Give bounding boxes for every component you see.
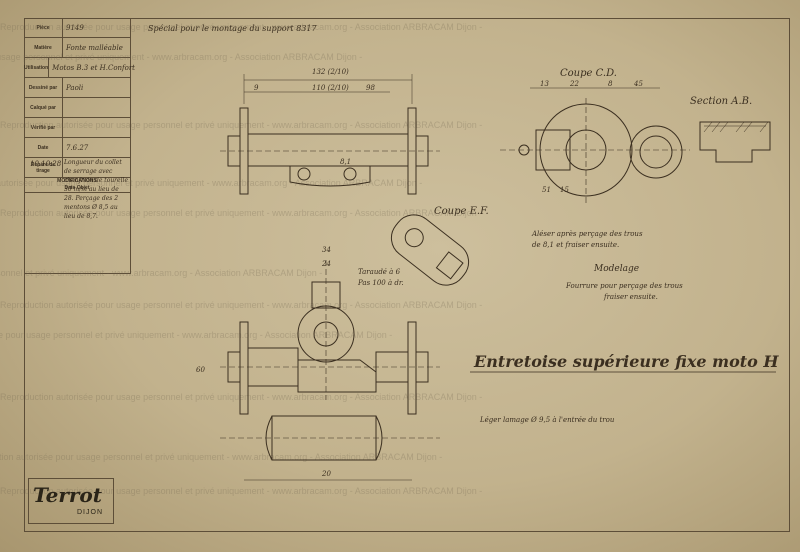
watermark-line: Reproduction autorisée pour usage person… bbox=[0, 120, 483, 130]
coupe-ef-label: Coupe E.F. bbox=[434, 206, 489, 217]
dimension-label: 132 (2/10) bbox=[312, 68, 349, 76]
title-value: Fonte malléable bbox=[66, 43, 123, 52]
watermark-line: Reproduction autorisée pour usage person… bbox=[0, 486, 483, 496]
note-taraudage: Taraudé à 6 bbox=[358, 268, 401, 276]
watermark-line: Reproduction autorisée pour usage person… bbox=[0, 22, 483, 32]
dimension-label: 98 bbox=[366, 84, 375, 92]
note-lamage: Léger lamage Ø 9,5 à l'entrée du trou bbox=[480, 416, 615, 424]
main-title: Entretoise supérieure fixe moto H bbox=[474, 352, 779, 371]
title-row-repere: Repère de tirage bbox=[24, 158, 130, 178]
coupe-ef-view bbox=[390, 214, 470, 286]
note-fourrure: Fourrure pour perçage des trous bbox=[566, 282, 683, 290]
modifications-header: MODIFICATIONS Date Objet bbox=[24, 178, 130, 193]
dimension-label: 24 bbox=[322, 260, 331, 268]
logo-city: DIJON bbox=[77, 509, 103, 516]
logo-brand: Terrot bbox=[33, 483, 102, 507]
title-key: Date bbox=[24, 138, 63, 157]
modification-date: 10.10.28 bbox=[30, 160, 62, 168]
dimension-label: 20 bbox=[322, 470, 331, 478]
title-key: Repère de tirage bbox=[24, 158, 63, 177]
section-ab-label: Section A.B. bbox=[690, 96, 753, 107]
title-row-calque: Calqué par bbox=[24, 98, 130, 118]
title-value: Paoli bbox=[66, 83, 84, 92]
modifications-label: MODIFICATIONS bbox=[57, 178, 97, 184]
section-ab-view bbox=[699, 121, 771, 163]
note-taraudage-2: Pas 100 à dr. bbox=[358, 279, 404, 287]
title-key: Utilisation bbox=[24, 58, 50, 77]
dimension-label: 22 bbox=[570, 80, 579, 88]
title-key: Pièce bbox=[24, 18, 63, 37]
dimension-label: 8,1 bbox=[340, 158, 352, 166]
watermark-line: Reproduction autorisée pour usage person… bbox=[0, 52, 363, 62]
dimension-label: 34 bbox=[322, 246, 331, 254]
header-note: Spécial pour le montage du support 8317 bbox=[148, 24, 317, 33]
note-aleser-2: de 8,1 et fraiser ensuite. bbox=[532, 241, 620, 249]
modifications-sub: Date Objet bbox=[64, 185, 90, 191]
dimension-label: 15 bbox=[560, 186, 569, 194]
title-value: 7.6.27 bbox=[66, 143, 89, 152]
elevation-view bbox=[220, 260, 440, 415]
dimension-label: 45 bbox=[634, 80, 643, 88]
modification-text: Longueur du collet de serrage avec chanf… bbox=[64, 159, 128, 220]
watermark-line: Reproduction autorisée pour usage person… bbox=[0, 392, 483, 402]
dimension-label: 110 (2/10) bbox=[312, 84, 349, 92]
title-key: Calqué par bbox=[24, 98, 63, 117]
plan-view bbox=[220, 74, 440, 195]
coupe-cd-view bbox=[500, 87, 690, 206]
coupe-cd-label: Coupe C.D. bbox=[560, 68, 617, 79]
dimension-label: 60 bbox=[196, 366, 205, 374]
dimension-label: 8 bbox=[608, 80, 613, 88]
note-fourrure-2: fraiser ensuite. bbox=[604, 293, 658, 301]
note-aleser: Aléser après perçage des trous bbox=[532, 230, 643, 238]
watermark-line: Reproduction autorisée pour usage person… bbox=[0, 300, 483, 310]
title-row-verifie: Vérifié par bbox=[24, 118, 130, 138]
title-key: Vérifié par bbox=[24, 118, 63, 137]
title-value: 9149 bbox=[66, 23, 84, 32]
drawing-frame bbox=[24, 18, 790, 532]
title-value: Motos B.3 et H.Confort bbox=[52, 63, 135, 72]
dimension-label: 9 bbox=[254, 84, 259, 92]
watermark-line: Reproduction autorisée pour usage person… bbox=[0, 208, 483, 218]
dimension-label: 51 bbox=[542, 186, 551, 194]
lower-view bbox=[220, 415, 440, 481]
title-key: Dessiné par bbox=[24, 78, 63, 97]
watermark-line: Reproduction autorisée pour usage person… bbox=[0, 268, 323, 278]
watermark-line: Reproduction autorisée pour usage person… bbox=[0, 330, 393, 340]
terrot-logo: Terrot DIJON bbox=[28, 478, 114, 524]
watermark-line: Reproduction autorisée pour usage person… bbox=[0, 178, 423, 188]
note-modelage: Modelage bbox=[594, 264, 640, 274]
dimension-label: 13 bbox=[540, 80, 549, 88]
title-key: Matière bbox=[24, 38, 63, 57]
watermark-line: Reproduction autorisée pour usage person… bbox=[0, 452, 443, 462]
